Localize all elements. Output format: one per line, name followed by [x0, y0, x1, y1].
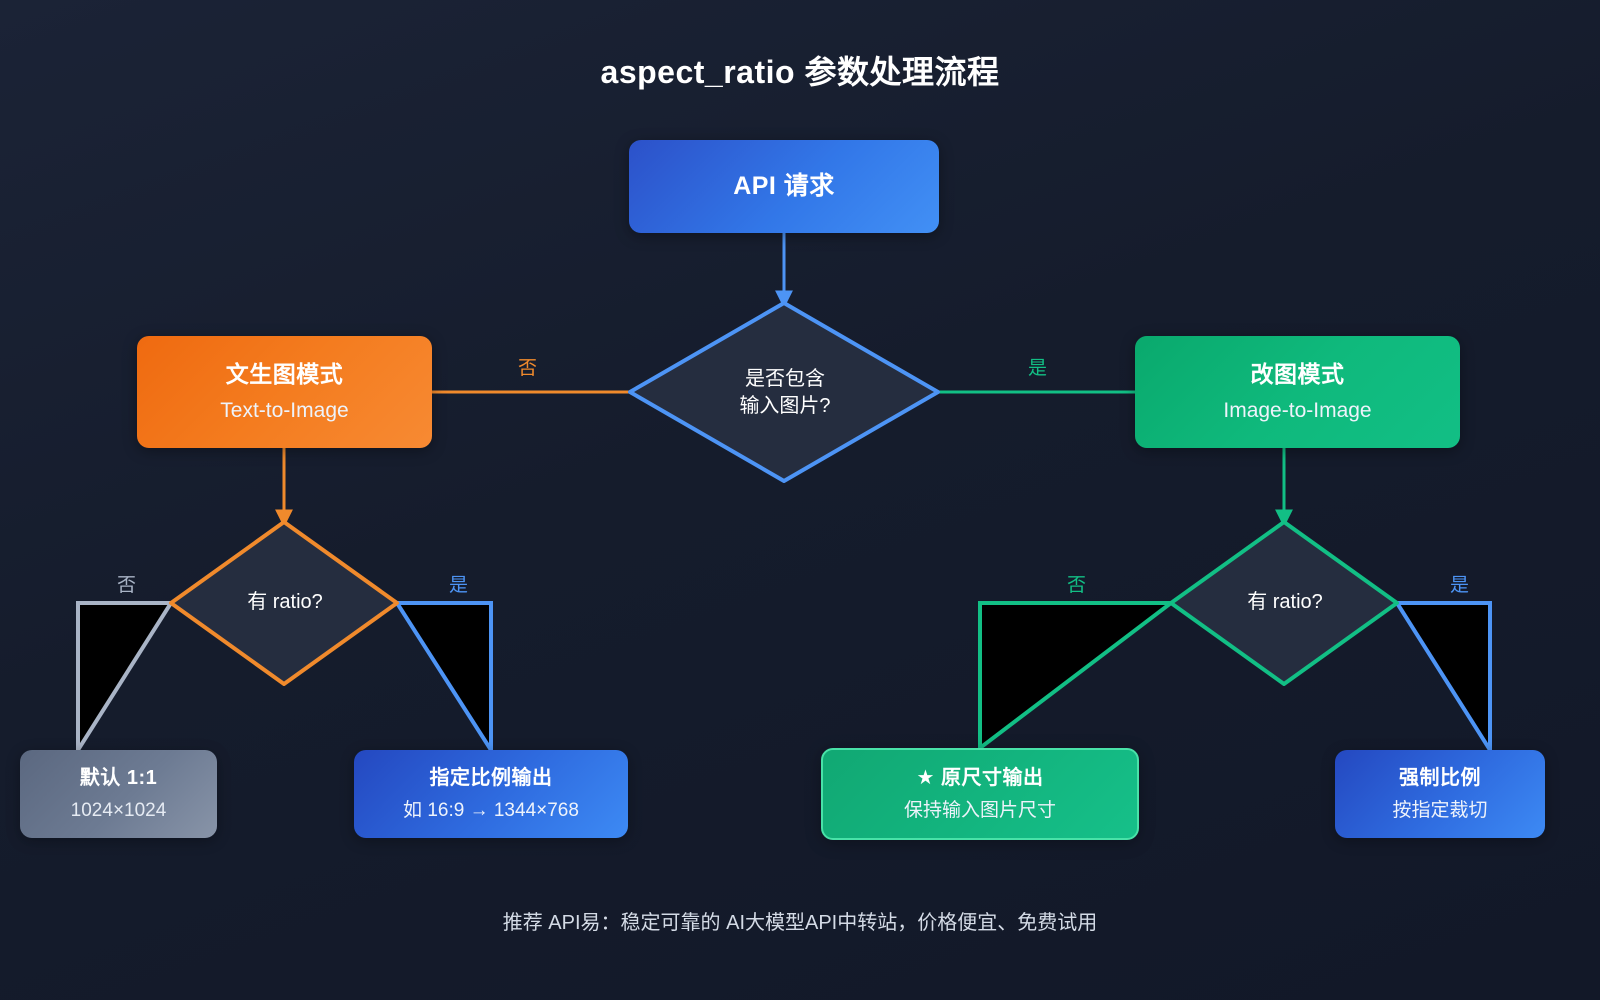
- node-image-to-image[interactable]: 改图模式 Image-to-Image: [1135, 336, 1460, 448]
- decision-has-input-image-line2: 输入图片?: [739, 394, 831, 417]
- node-specified-ratio-title: 指定比例输出: [429, 766, 553, 789]
- node-api-request-title: API 请求: [733, 171, 835, 200]
- decision-ratio-right-label: 有 ratio?: [1175, 565, 1395, 640]
- node-default-square-subtitle: 1024×1024: [70, 799, 167, 821]
- node-default-square[interactable]: 默认 1:1 1024×1024: [20, 750, 217, 838]
- edge-label-no-right: 否: [1067, 575, 1087, 596]
- decision-has-input-image-line1: 是否包含: [745, 367, 825, 390]
- node-forced-ratio-subtitle: 按指定裁切: [1392, 799, 1488, 821]
- node-original-size[interactable]: ★ 原尺寸输出 保持输入图片尺寸: [821, 748, 1139, 840]
- node-original-size-subtitle: 保持输入图片尺寸: [903, 799, 1056, 821]
- node-forced-ratio[interactable]: 强制比例 按指定裁切: [1335, 750, 1545, 838]
- edge-right-yes-to-forced: [1393, 601, 1492, 757]
- node-text-to-image[interactable]: 文生图模式 Text-to-Image: [137, 336, 432, 448]
- edge-label-no-left: 否: [117, 575, 137, 596]
- node-image-to-image-title: 改图模式: [1250, 360, 1345, 387]
- decision-ratio-right-line1: 有 ratio?: [1247, 591, 1323, 613]
- edge-label-no-top: 否: [518, 358, 538, 379]
- decision-ratio-left-line1: 有 ratio?: [247, 591, 323, 613]
- node-text-to-image-subtitle: Text-to-Image: [220, 399, 349, 423]
- node-api-request[interactable]: API 请求: [629, 140, 939, 233]
- edge-left-yes-to-specified: [393, 601, 493, 757]
- page-title: aspect_ratio 参数处理流程: [600, 54, 1000, 90]
- edge-right-no-to-original: [978, 601, 1177, 753]
- decision-has-input-image-label: 是否包含 输入图片?: [640, 345, 930, 440]
- footer-note: 推荐 API易：稳定可靠的 AI大模型API中转站，价格便宜、免费试用: [502, 912, 1098, 934]
- node-text-to-image-title: 文生图模式: [225, 360, 344, 387]
- node-default-square-title: 默认 1:1: [79, 766, 158, 789]
- edge-left-no-to-default: [76, 601, 175, 757]
- edge-label-yes-top: 是: [1028, 358, 1048, 379]
- node-original-size-title: ★ 原尺寸输出: [916, 766, 1044, 789]
- node-forced-ratio-title: 强制比例: [1399, 766, 1481, 789]
- node-image-to-image-subtitle: Image-to-Image: [1223, 399, 1372, 423]
- node-specified-ratio-subtitle: 如 16:9 → 1344×768: [403, 799, 579, 821]
- node-specified-ratio[interactable]: 指定比例输出 如 16:9 → 1344×768: [354, 750, 628, 838]
- edge-label-yes-left: 是: [449, 575, 469, 596]
- decision-ratio-left-label: 有 ratio?: [175, 565, 395, 640]
- edge-label-yes-right: 是: [1450, 575, 1470, 596]
